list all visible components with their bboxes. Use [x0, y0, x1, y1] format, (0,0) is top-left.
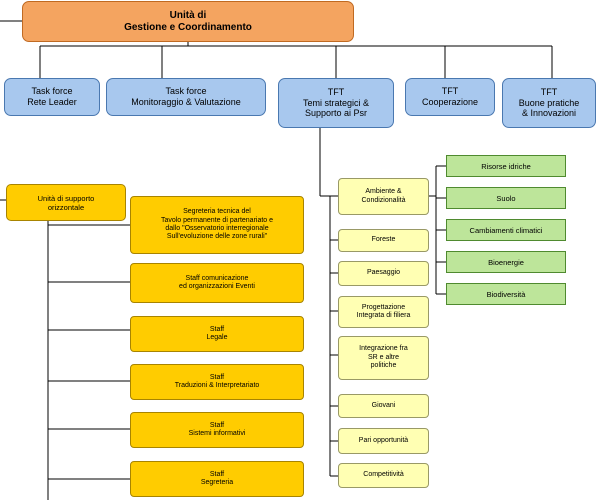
support-item-sistemi-informativi: Staff Sistemi informativi: [130, 412, 304, 448]
support-item-segreteria: Staff Segreteria: [130, 461, 304, 497]
env-cambiamenti-climatici-box: Cambiamenti climatici: [446, 219, 566, 241]
tft-cooperazione-box: TFT Cooperazione: [405, 78, 495, 116]
env-risorse-idriche-box: Risorse idriche: [446, 155, 566, 177]
theme-progettazione-box: Progettazione Integrata di filiera: [338, 296, 429, 328]
theme-giovani-box: Giovani: [338, 394, 429, 418]
theme-competitivita-box: Competitività: [338, 463, 429, 488]
theme-integrazione-box: Integrazione fra SR e altre politiche: [338, 336, 429, 380]
support-item-comunicazione: Staff comunicazione ed organizzazioni Ev…: [130, 263, 304, 303]
theme-foreste-box: Foreste: [338, 229, 429, 252]
tft-temi-strategici-box: TFT Temi strategici & Supporto ai Psr: [278, 78, 394, 128]
theme-paesaggio-box: Paesaggio: [338, 261, 429, 286]
theme-ambiente-box: Ambiente & Condizionalità: [338, 178, 429, 215]
env-bioenergie-box: Bioenergie: [446, 251, 566, 273]
tft-buone-pratiche-box: TFT Buone pratiche & Innovazioni: [502, 78, 596, 128]
support-unit-box: Unità di supporto orizzontale: [6, 184, 126, 221]
theme-pari-opportunita-box: Pari opportunità: [338, 428, 429, 454]
env-suolo-box: Suolo: [446, 187, 566, 209]
env-biodiversita-box: Biodiversità: [446, 283, 566, 305]
support-item-segreteria-tecnica: Segreteria tecnica del Tavolo permanente…: [130, 196, 304, 254]
support-item-traduzioni: Staff Traduzioni & Interpretariato: [130, 364, 304, 400]
top-unit-box: Unità di Gestione e Coordinamento: [22, 1, 354, 42]
taskforce-rete-leader-box: Task force Rete Leader: [4, 78, 100, 116]
taskforce-monitoraggio-box: Task force Monitoraggio & Valutazione: [106, 78, 266, 116]
support-item-legale: Staff Legale: [130, 316, 304, 352]
